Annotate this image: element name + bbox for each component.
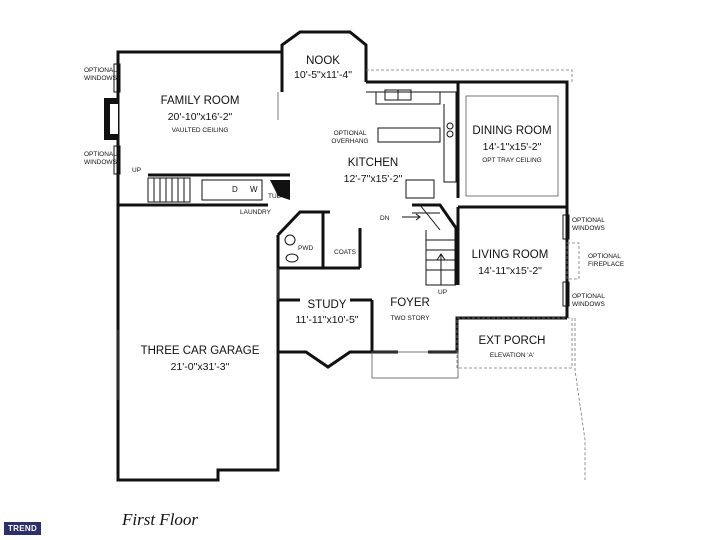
family-room-walls — [116, 50, 282, 205]
optional-windows-marker — [113, 63, 121, 93]
opt-windows-left-top-2: WINDOWS — [84, 75, 118, 82]
garage-dims: 21'-0"x31'-3" — [171, 361, 230, 373]
opt-windows-left-top-1: OPTIONAL — [84, 67, 117, 74]
coats-label: COATS — [334, 249, 357, 256]
trend-logo: TREND — [4, 522, 42, 535]
opt-overhang-1: OPTIONAL — [334, 130, 367, 137]
optional-windows-marker — [562, 281, 570, 307]
dining-room-name: DINING ROOM — [472, 125, 551, 137]
dining-room-dims: 14'-1"x15'-2" — [483, 141, 542, 153]
garage-name: THREE CAR GARAGE — [141, 345, 260, 357]
foyer-east-wall — [428, 318, 459, 354]
nook-dashed-line — [366, 69, 573, 82]
ext-porch-note: ELEVATION 'A' — [490, 352, 534, 359]
living-room-dims: 14'-11"x15'-2" — [478, 265, 542, 277]
porch-outline — [456, 317, 573, 369]
study-dims: 11'-11"x10'-5" — [295, 314, 358, 326]
family-room-fireplace — [104, 98, 118, 140]
laundry-label: LAUNDRY — [240, 209, 272, 216]
optional-windows-marker — [113, 145, 121, 175]
opt-windows-right-top-1: OPTIONAL — [572, 217, 605, 224]
kitchen-name: KITCHEN — [348, 157, 398, 169]
opt-windows-right-bottom-1: OPTIONAL — [572, 293, 605, 300]
cooktop-burner — [446, 122, 454, 130]
living-room-south-wall — [455, 316, 567, 330]
kitchen-counter-east — [440, 91, 457, 183]
family-room-name: FAMILY ROOM — [161, 95, 240, 107]
garage-walls — [116, 205, 280, 482]
kitchen-dims: 12'-7"x15'-2" — [344, 173, 403, 185]
living-room-name: LIVING ROOM — [472, 249, 549, 261]
pantry — [405, 179, 435, 199]
opt-overhang-2: OVERHANG — [331, 138, 368, 145]
study-name: STUDY — [308, 299, 347, 311]
family-room-dims: 20'-10"x16'-2" — [168, 111, 233, 123]
nook-name: NOOK — [306, 55, 340, 67]
foyer-note: TWO STORY — [390, 315, 430, 322]
opt-fireplace-1: OPTIONAL — [588, 253, 621, 260]
washer-label: W — [250, 185, 258, 194]
pwd-toilet — [285, 253, 299, 263]
foyer-name: FOYER — [390, 297, 430, 309]
opt-windows-right-bottom-2: WINDOWS — [572, 301, 606, 308]
opt-fireplace-2: FIREPLACE — [588, 261, 625, 268]
pwd-walls — [276, 210, 330, 237]
kitchen-counter-top — [366, 91, 441, 105]
basement-stairs — [147, 177, 191, 203]
opt-windows-right-top-2: WINDOWS — [572, 225, 606, 232]
porch-dashed-edge — [574, 318, 586, 480]
laundry-tub — [270, 180, 290, 200]
nook-bay-walls — [280, 30, 368, 82]
opt-windows-left-bottom-1: OPTIONAL — [84, 151, 117, 158]
entry-stoop — [371, 351, 459, 379]
dryer-label: D — [232, 185, 238, 194]
cooktop-burner — [446, 130, 454, 138]
optional-windows-marker — [562, 214, 570, 240]
main-stairs — [402, 203, 458, 286]
laundry-appliances — [201, 179, 263, 201]
dining-room-note: OPT TRAY CEILING — [482, 157, 541, 164]
north-wall — [366, 80, 569, 207]
up-label-basement: UP — [132, 167, 141, 174]
ext-porch-name: EXT PORCH — [479, 335, 546, 347]
opt-windows-left-bottom-2: WINDOWS — [84, 159, 118, 166]
up-label-main: UP — [438, 289, 447, 296]
nook-dims: 10'-5"x11'-4" — [294, 69, 352, 81]
kitchen-island — [377, 127, 441, 143]
pwd-sink — [284, 234, 296, 246]
tray-ceiling-outline — [465, 95, 559, 197]
floor-caption: First Floor — [122, 510, 199, 529]
pwd-label: PWD — [298, 245, 313, 252]
family-room-note: VAULTED CEILING — [172, 127, 229, 134]
dn-label: DN — [380, 215, 390, 222]
tub-label: TUB — [268, 193, 281, 200]
optional-fireplace-outline — [566, 242, 580, 280]
